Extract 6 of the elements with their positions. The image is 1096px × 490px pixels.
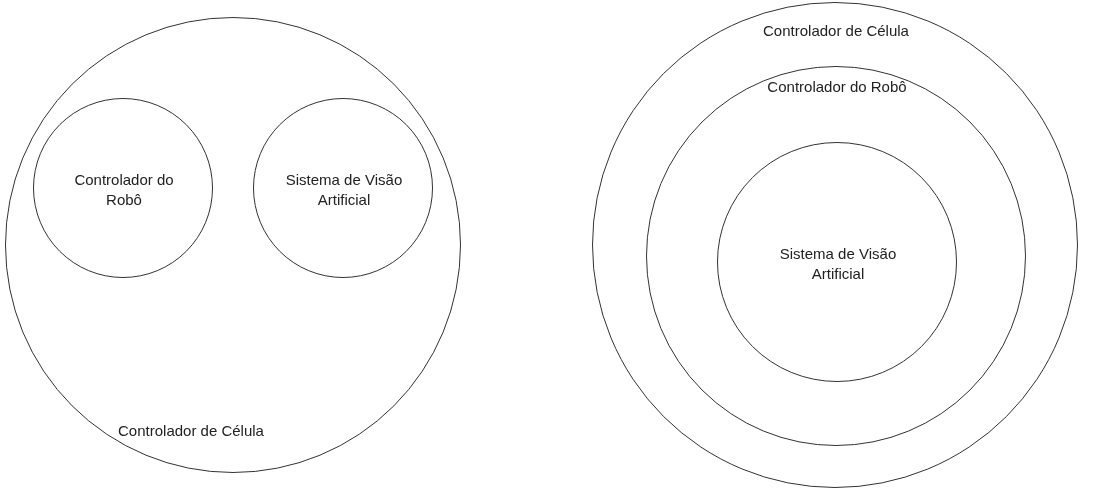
circle-label: Sistema de Visão Artificial	[778, 243, 898, 283]
circle-label: Controlador de Célula	[762, 21, 910, 41]
circle-label: Sistema de Visão Artificial	[284, 169, 404, 209]
circle-label: Controlador do Robô	[73, 169, 175, 209]
circle-label: Controlador de Célula	[117, 421, 265, 441]
circle-label: Controlador do Robô	[766, 77, 908, 97]
